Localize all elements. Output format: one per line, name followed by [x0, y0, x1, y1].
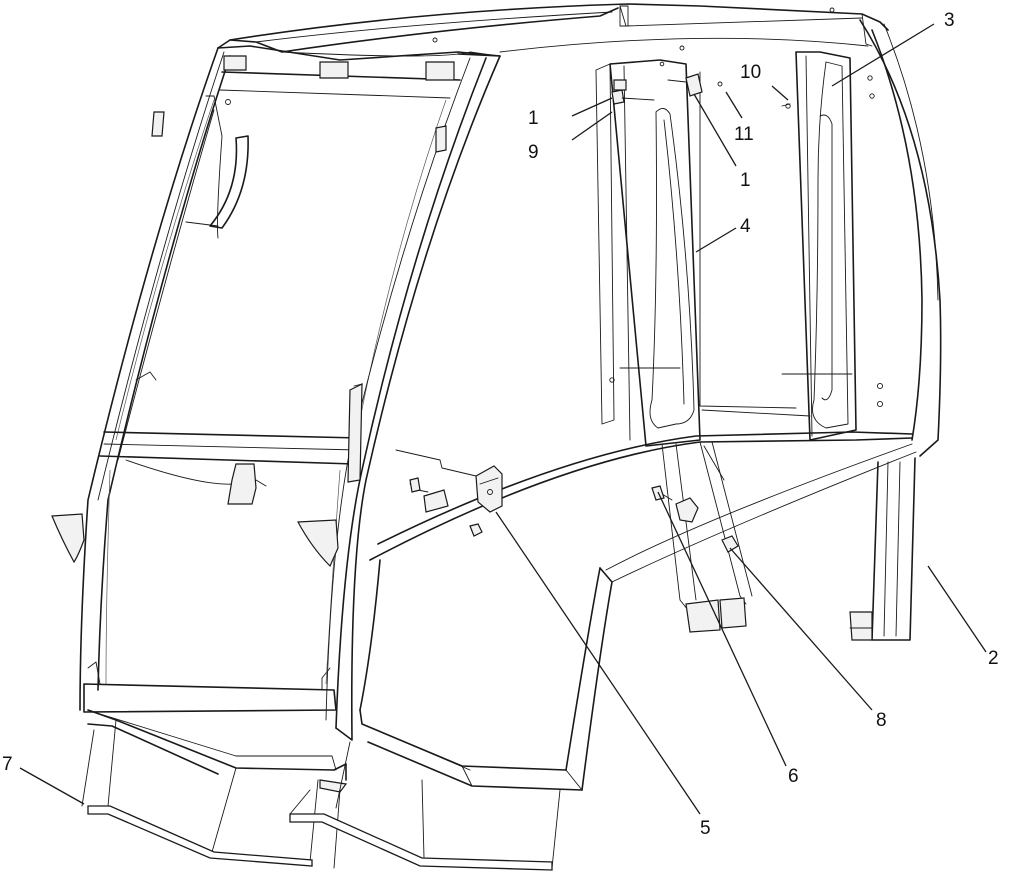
- rear-hinge-assembly: [651, 485, 739, 553]
- callout-2: 2: [988, 648, 999, 669]
- leader-2: [927, 565, 987, 653]
- top-hardware: [611, 73, 791, 109]
- callout-7: 7: [2, 754, 13, 775]
- callout-6: 6: [788, 766, 799, 787]
- right-step-assembly: [289, 741, 561, 871]
- roof-panel: [217, 3, 889, 57]
- callout-4: 4: [740, 216, 751, 237]
- leader-9: [571, 111, 613, 141]
- front-center-post: [297, 53, 501, 741]
- leader-10: [771, 85, 789, 101]
- callout-10: 10: [740, 62, 761, 83]
- callout-11: 11: [734, 124, 754, 145]
- callout-5: 5: [700, 818, 711, 839]
- callout-8: 8: [876, 710, 887, 731]
- callout-1-upper-left: 1: [528, 108, 539, 129]
- front-step-assembly: [81, 709, 348, 869]
- leader-4: [695, 227, 737, 253]
- front-left-post: [51, 47, 249, 711]
- callout-labels: 1 9 11 10 1 3 4 2 8 6 5 7: [2, 10, 999, 839]
- rear-lower-supports: [661, 441, 753, 633]
- floor-lower-rail: [359, 559, 613, 791]
- leader-7: [19, 767, 85, 805]
- floor-side-rail: [369, 431, 917, 583]
- leader-3: [831, 23, 935, 87]
- rear-frame: [849, 19, 942, 641]
- rear-window-panel: [781, 51, 857, 441]
- leader-5: [495, 511, 701, 815]
- leader-1b: [693, 93, 737, 167]
- leader-11: [725, 91, 743, 119]
- side-door-panel: [595, 59, 811, 447]
- leader-lines: [19, 23, 987, 815]
- callout-1-lower-right: 1: [740, 170, 751, 191]
- leader-1a: [571, 97, 613, 117]
- leader-8: [729, 547, 873, 711]
- callout-9: 9: [528, 142, 539, 163]
- windshield-frame: [83, 45, 501, 713]
- hinge-assembly: [395, 449, 503, 537]
- leader-6: [657, 491, 787, 767]
- callout-3: 3: [944, 10, 955, 31]
